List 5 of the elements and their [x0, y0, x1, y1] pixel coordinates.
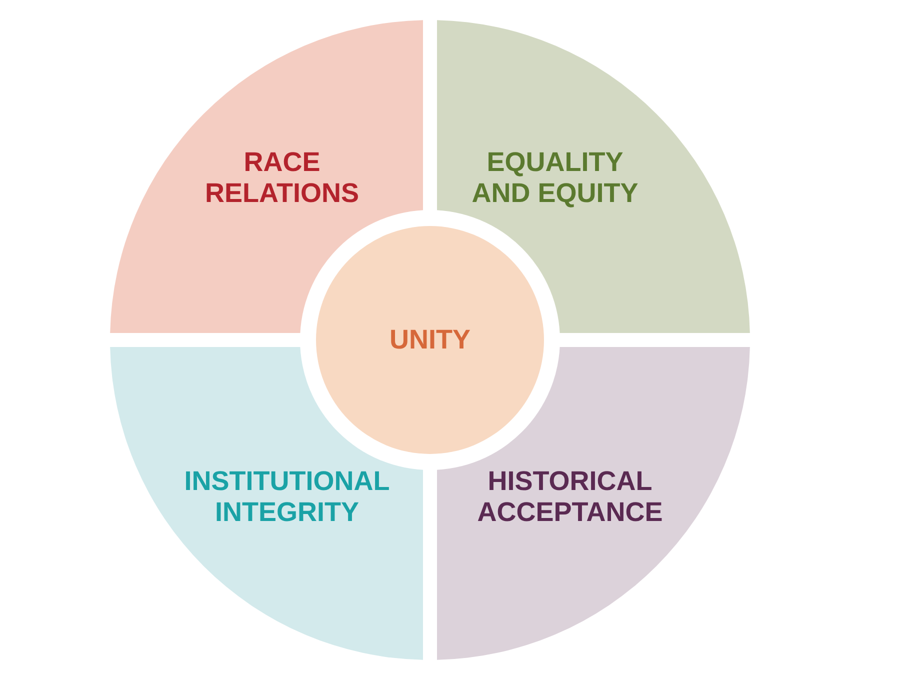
segment-label: HISTORICAL ACCEPTANCE [476, 466, 664, 528]
segment-label: EQUALITY AND EQUITY [470, 147, 640, 209]
segment-label: INSTITUTIONAL INTEGRITY [183, 466, 391, 528]
segment-label: RACE RELATIONS [204, 147, 360, 209]
segment-label: UNITY [390, 324, 470, 356]
